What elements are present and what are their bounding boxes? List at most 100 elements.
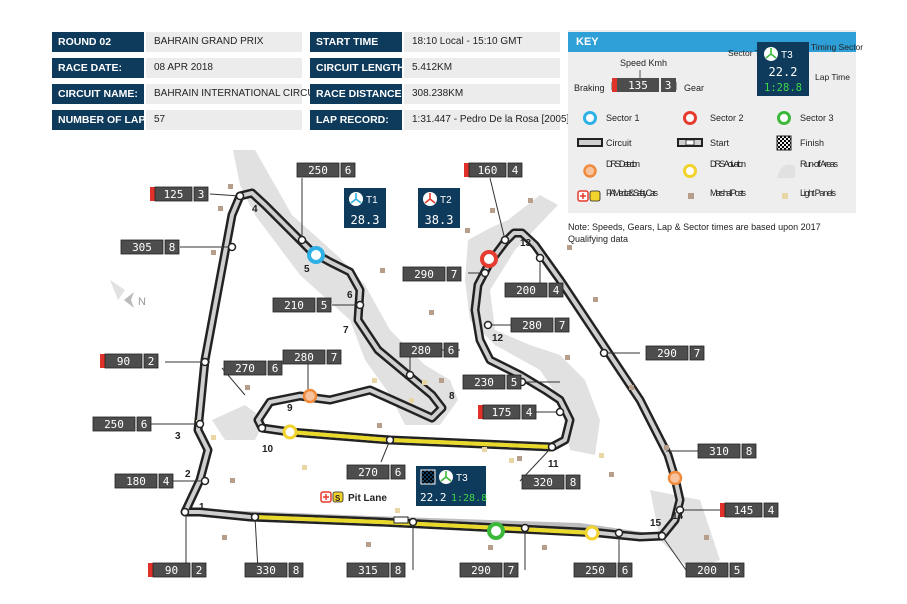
speed-box-bg (459, 562, 503, 578)
turn-number: 4 (252, 204, 258, 215)
braking-indicator (478, 405, 483, 419)
gear-box-bg (521, 404, 537, 420)
sector-badge-t1: T1 28.3 (344, 188, 386, 228)
gear-box-bg (326, 349, 342, 365)
start-line (393, 516, 409, 524)
runoff-icon (777, 164, 795, 178)
gear-value: 6 (622, 564, 629, 577)
speed-box-bg (346, 464, 390, 480)
gear-box-bg (316, 297, 332, 313)
gear-box-bg (443, 342, 459, 358)
braking-indicator (100, 354, 105, 368)
key-drs-activation-label: DRS Activation (710, 159, 746, 169)
speed-gear-box: 290 7 (645, 345, 705, 361)
gear-value: 4 (553, 284, 560, 297)
note-body: Note: Speeds, Gears, Lap & Sector times … (568, 222, 821, 244)
key-sector-1-label: Sector 1 (606, 113, 640, 123)
key-sample-gear: 3 (665, 79, 672, 92)
gear-value: 4 (768, 504, 775, 517)
gear-value: 2 (148, 355, 155, 368)
speed-box-bg (697, 443, 741, 459)
gear-box-bg (729, 562, 745, 578)
sector-3-icon (777, 111, 791, 125)
speed-box-bg (154, 186, 193, 202)
speed-value: 250 (104, 418, 124, 431)
key-sample-sector: T3 (781, 50, 793, 61)
round-value: BAHRAIN GRAND PRIX (146, 32, 302, 52)
key-sample-sector-time: 22.2 (769, 65, 798, 79)
speed-value: 310 (709, 445, 729, 458)
finish-icon (776, 135, 792, 151)
race-date-value: 08 APR 2018 (146, 58, 302, 78)
gear-box-bg (267, 360, 283, 376)
circuit-name-value: BAHRAIN INTERNATIONAL CIRCUIT (146, 84, 323, 104)
speed-box-bg (573, 562, 617, 578)
turn-number: 8 (449, 391, 455, 402)
speed-box-bg (645, 345, 689, 361)
sector-3-marker (487, 522, 505, 540)
speed-value: 250 (585, 564, 605, 577)
gear-box-bg (507, 162, 523, 178)
turn-number: 1 (199, 502, 205, 513)
speed-value: 290 (657, 347, 677, 360)
speed-box-bg (482, 404, 521, 420)
gear-box-bg (143, 353, 159, 369)
laps-label: NUMBER OF LAPS: (52, 110, 156, 130)
start-time-label: START TIME (310, 32, 402, 52)
race-distance-label: RACE DISTANCE: (310, 84, 405, 104)
speed-gear-box: 280 7 (282, 349, 342, 365)
gear-value: 4 (163, 475, 170, 488)
drs-detection-icon (583, 164, 597, 178)
gear-box-bg (390, 464, 406, 480)
key-circuit-label: Circuit (606, 138, 632, 148)
safety-car-icon (332, 491, 344, 503)
speed-value: 230 (474, 376, 494, 389)
speed-value: 280 (522, 319, 542, 332)
gear-value: 5 (321, 299, 328, 312)
braking-indicator (720, 503, 725, 517)
circuit-length-value: 5.412KM (404, 58, 560, 78)
gear-value: 7 (451, 268, 458, 281)
gear-value: 2 (196, 564, 203, 577)
key-contents: Speed Kmh Braking Gear 135 3 Sector Time… (574, 42, 863, 202)
braking-indicator (148, 563, 153, 577)
speed-box-bg (114, 473, 158, 489)
speed-box-bg (399, 342, 443, 358)
sector-badge-time: 22.2 (420, 491, 447, 504)
key-sample-lap-time: 1:28.8 (764, 82, 802, 94)
key-speed-label: Speed Kmh (620, 58, 667, 68)
sector-badge-time: 38.3 (425, 213, 454, 227)
sector-1-icon (583, 111, 597, 125)
speed-value: 270 (358, 466, 378, 479)
circuit-icon (577, 138, 603, 147)
gear-value: 7 (559, 319, 566, 332)
safety-car-key-icon (589, 190, 601, 202)
speed-value: 305 (132, 241, 152, 254)
speed-value: 290 (471, 564, 491, 577)
marshal-posts (211, 184, 709, 550)
key-fia-label: FIA Medical & Safety Cars (606, 188, 659, 198)
speed-value: 280 (294, 351, 314, 364)
speed-box-bg (104, 353, 143, 369)
speed-box-bg (402, 266, 446, 282)
speed-value: 125 (164, 188, 184, 201)
gear-value: 5 (511, 376, 518, 389)
gear-box-bg (340, 162, 356, 178)
gear-value: 7 (331, 351, 338, 364)
speed-box-bg (282, 349, 326, 365)
speed-value: 145 (734, 504, 754, 517)
gear-value: 7 (694, 347, 701, 360)
gear-value: 3 (198, 188, 205, 201)
gear-box-bg (763, 502, 779, 518)
speed-value: 320 (533, 476, 553, 489)
gear-box-bg (191, 562, 207, 578)
drs-activation-marker (282, 424, 298, 440)
start-time-value: 18:10 Local - 15:10 GMT (404, 32, 560, 52)
speed-gear-box: 125 3 (150, 186, 209, 202)
